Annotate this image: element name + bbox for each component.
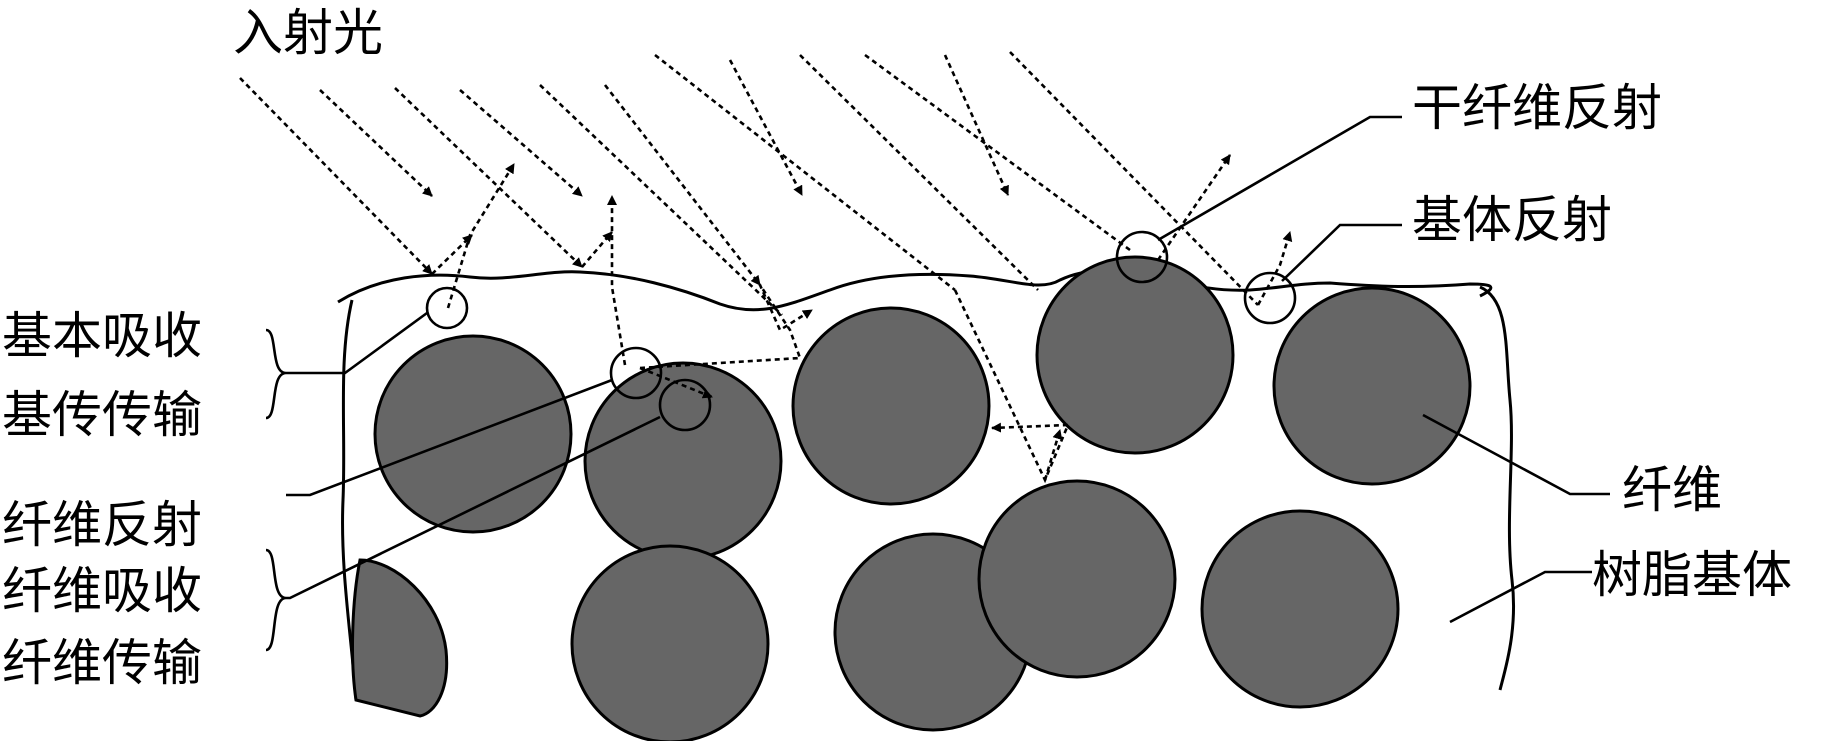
resin-matrix-right-edge xyxy=(1479,285,1516,691)
fiber-absorption-marker xyxy=(658,378,712,432)
matrix-absorption-label: 基本吸收 xyxy=(2,307,202,365)
fiber-circle xyxy=(1200,509,1400,709)
matrix-surface-reflected-ray xyxy=(1256,231,1293,306)
incident-ray xyxy=(728,59,804,196)
dry-fiber-reflection-marker xyxy=(1115,230,1169,284)
incident-ray xyxy=(943,54,1010,196)
dry-fiber-reflected-ray xyxy=(1156,154,1232,261)
fiber-transmission-label: 纤维传输 xyxy=(2,634,202,692)
fiber-reflection-label: 纤维反射 xyxy=(2,496,202,554)
incident-light-label: 入射光 xyxy=(233,4,383,62)
matrix-reflected-ray xyxy=(431,234,473,275)
leader-fiber-absorption xyxy=(286,415,661,600)
leader-matrix-absorption xyxy=(286,311,428,375)
matrix-transmitted-ray xyxy=(953,289,1070,484)
incident-ray xyxy=(239,77,433,275)
incident-ray xyxy=(603,84,762,286)
leader-dry-fiber-reflection xyxy=(1157,115,1402,242)
incident-ray xyxy=(319,89,433,197)
leader-fiber xyxy=(1422,413,1610,496)
brace-fiber xyxy=(265,548,287,652)
matrix-transmission-label: 基传传输 xyxy=(2,386,202,444)
fiber-circle xyxy=(583,361,783,561)
incident-ray xyxy=(539,84,783,316)
leader-fiber-reflection xyxy=(286,378,613,497)
resin-matrix-left-edge xyxy=(341,299,358,701)
resin-matrix-label: 树脂基体 xyxy=(1592,546,1792,604)
leader-matrix-reflection xyxy=(1281,223,1402,282)
fiber-circle xyxy=(977,479,1177,679)
fiber-circle xyxy=(1035,255,1235,455)
fiber-transmitted-ray xyxy=(639,284,813,370)
matrix-reflected-ray xyxy=(446,163,516,309)
fiber-label: 纤维 xyxy=(1622,461,1722,519)
incident-ray xyxy=(864,53,1131,252)
matrix-absorption-marker xyxy=(425,286,469,330)
fiber-absorption-label: 纤维吸收 xyxy=(2,562,202,620)
fiber-circle xyxy=(1272,286,1472,486)
fiber-reflection-marker xyxy=(609,346,663,400)
incident-ray xyxy=(394,87,583,268)
brace-matrix xyxy=(265,328,287,420)
resin-matrix-top-surface xyxy=(337,269,1493,312)
matrix-reflection-label: 基体反射 xyxy=(1412,191,1612,249)
fiber-circle xyxy=(791,306,991,506)
incident-ray xyxy=(654,53,956,292)
dry-fiber-reflection-label: 干纤维反射 xyxy=(1412,79,1662,137)
matrix-reflection-marker xyxy=(1243,271,1297,325)
fiber-reflected-ray xyxy=(607,195,627,366)
fiber-circle xyxy=(570,544,770,741)
fiber-partial xyxy=(351,558,449,718)
incident-ray xyxy=(799,54,1039,291)
fiber-reflected-ray xyxy=(581,231,613,268)
leader-resin-matrix xyxy=(1449,570,1592,624)
